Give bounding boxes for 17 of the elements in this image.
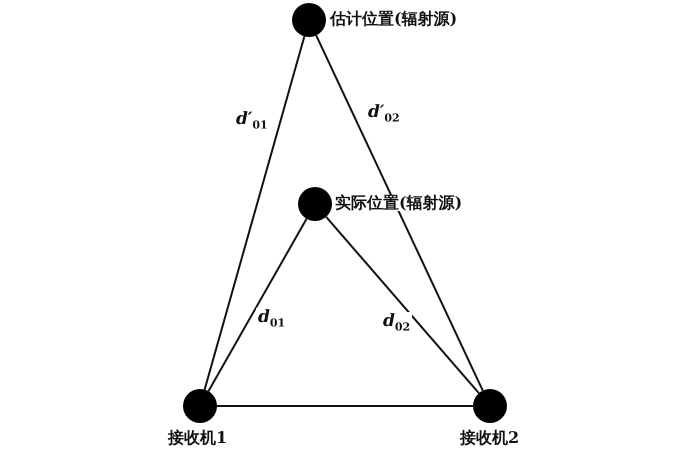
connector-line: [315, 34, 484, 392]
position-dot: [292, 3, 326, 37]
edge-label: d′$_{01}$: [234, 110, 270, 132]
position-label: 接收机2: [460, 430, 520, 446]
connector-line: [208, 218, 308, 392]
position-dot: [473, 389, 507, 423]
connector-line: [217, 405, 473, 407]
edge-label: d′$_{02}$: [366, 103, 402, 124]
position-label: 接收机1: [168, 430, 228, 446]
edge-label: d$_{02}$: [381, 312, 412, 334]
position-dot: [183, 389, 217, 423]
position-dot: [298, 187, 332, 221]
position-label: 实际位置(辐射源): [335, 195, 462, 211]
connector-line: [325, 216, 480, 394]
position-label: 估计位置(辐射源): [330, 11, 458, 27]
edge-label: d$_{01}$: [256, 308, 288, 330]
connector-line: [204, 36, 306, 390]
